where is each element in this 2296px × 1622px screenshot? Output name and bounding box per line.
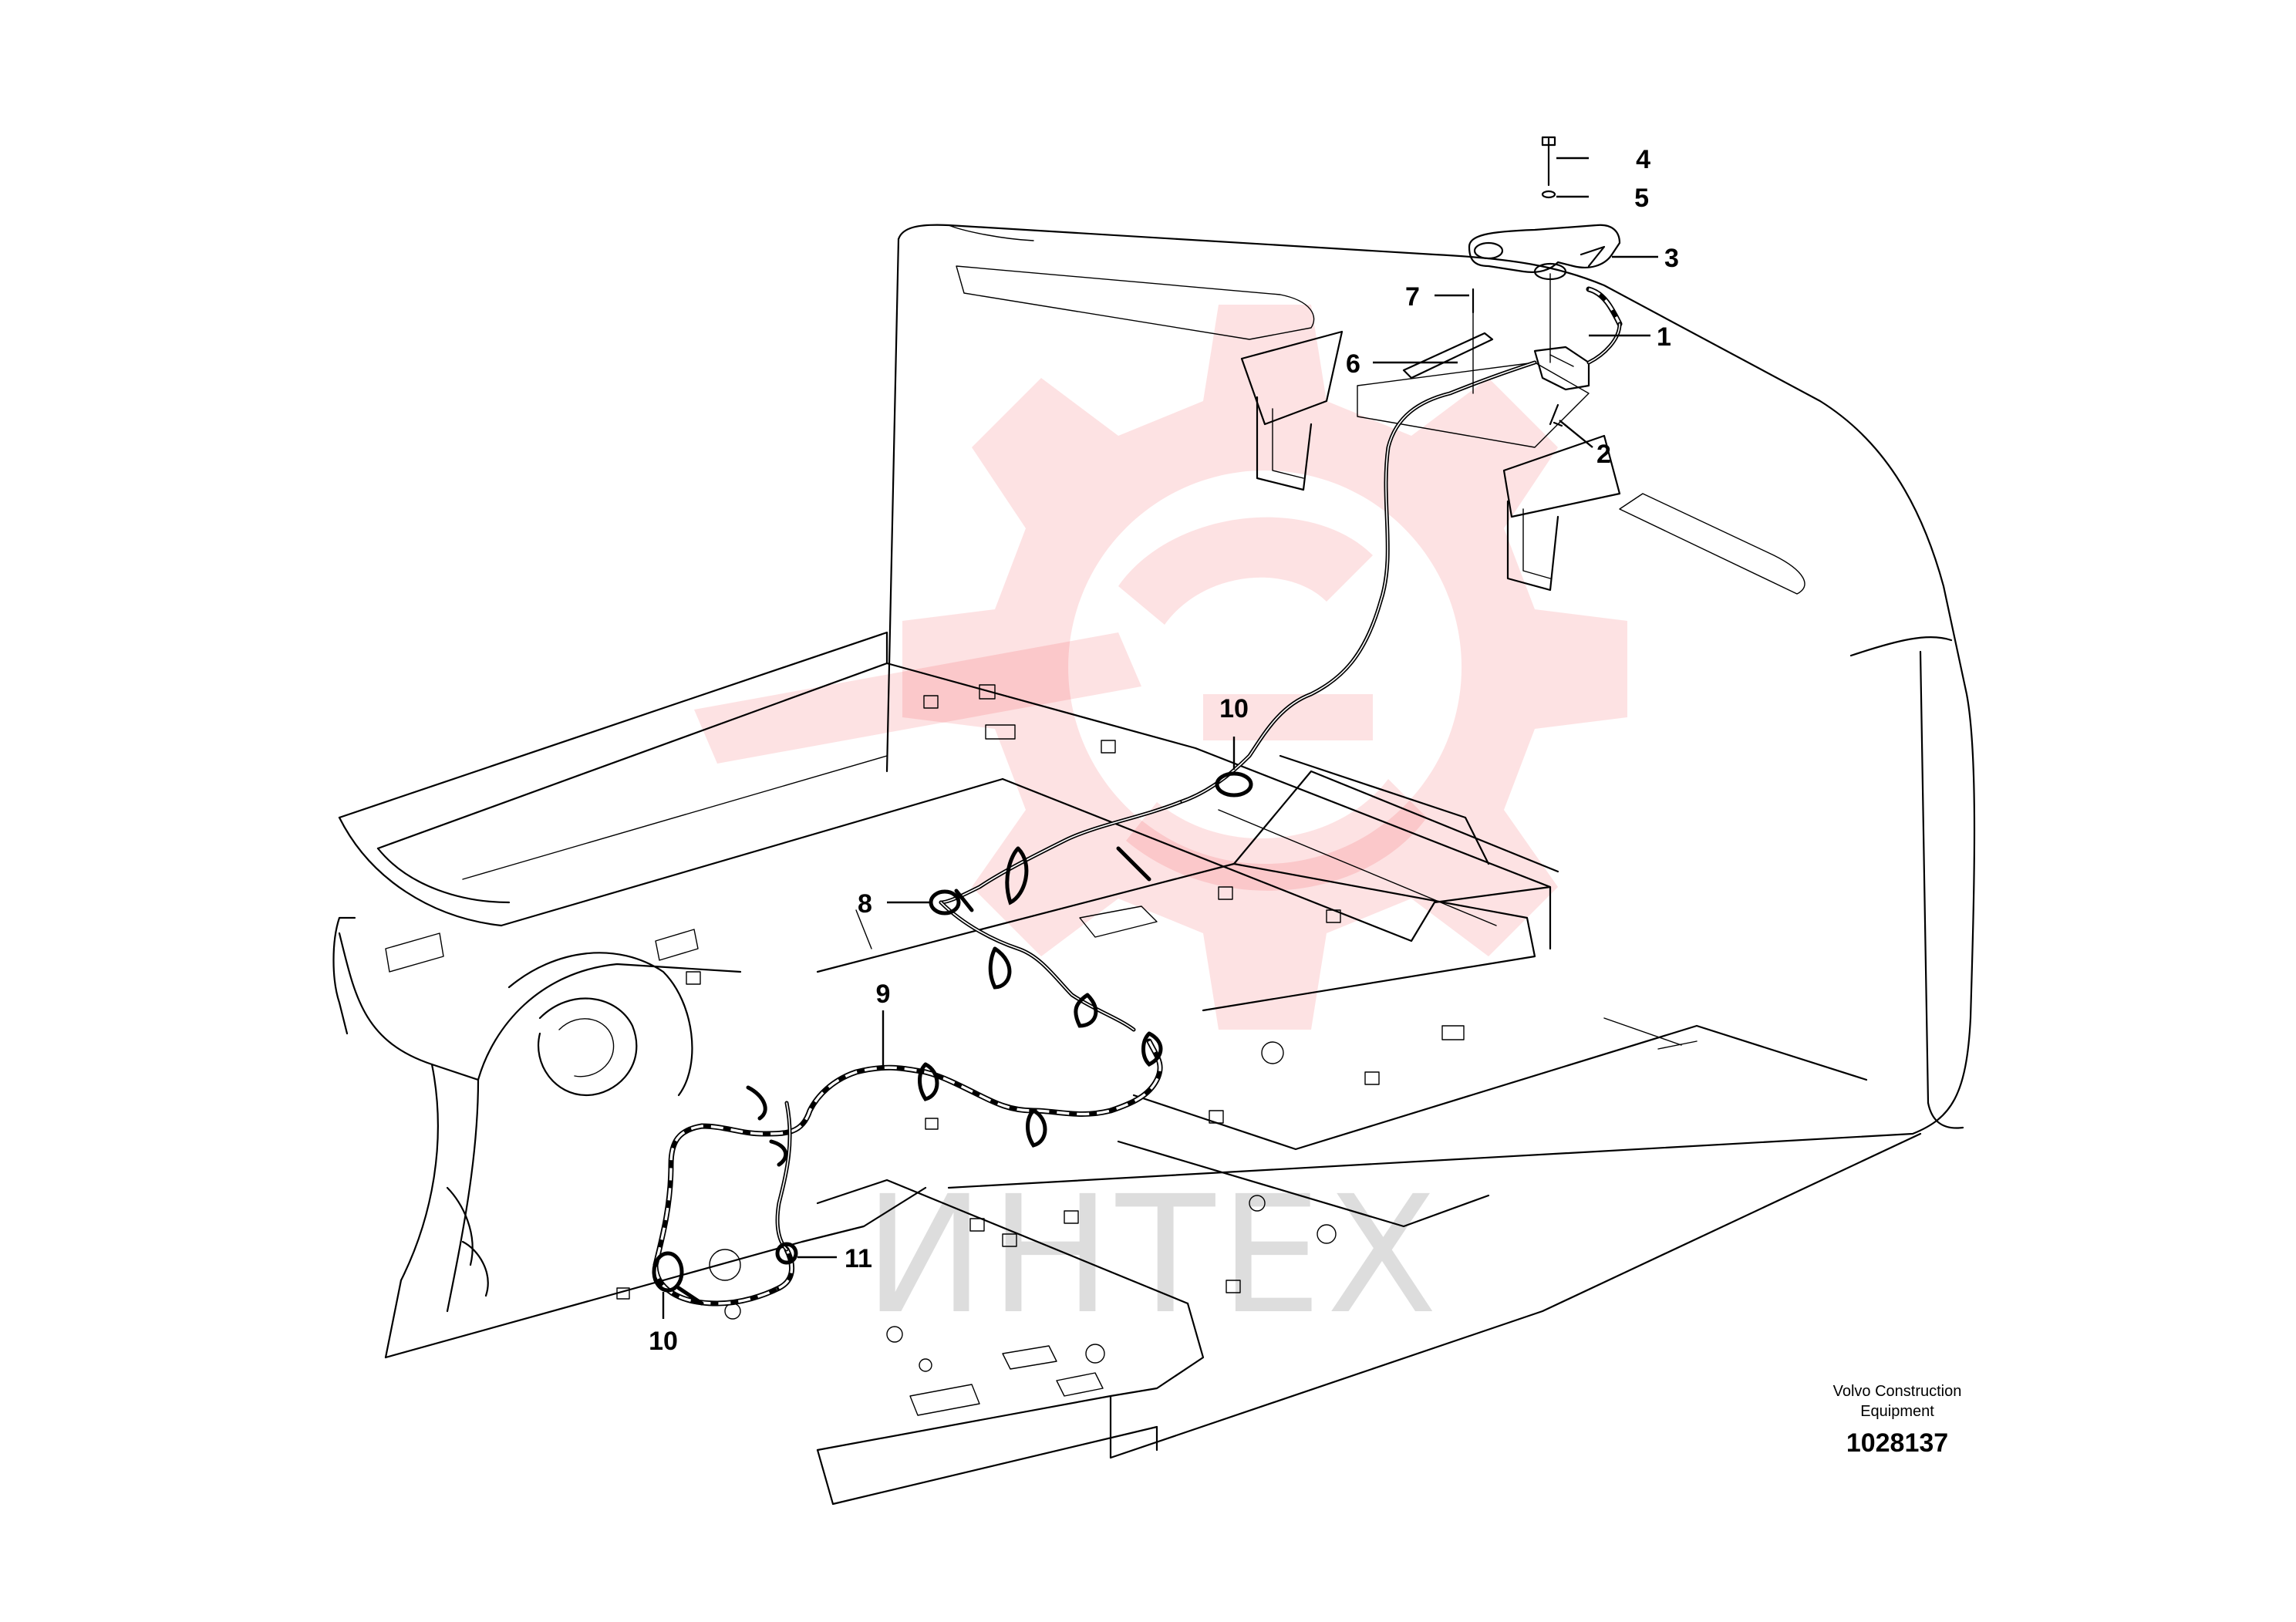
callout-labels: 4 5 3 1 2 6 7 10 8 9 11 10 <box>649 145 1679 1356</box>
callout-label-8: 8 <box>858 889 872 919</box>
callout-label-7: 7 <box>1405 282 1420 312</box>
frame-drawing <box>332 224 1976 1506</box>
credit-block: Volvo Construction Equipment 1028137 <box>1833 1383 1962 1458</box>
callout-label-1: 1 <box>1657 322 1671 352</box>
leader-lines <box>662 157 1658 1319</box>
callout-label-4: 4 <box>1636 145 1650 174</box>
callout-label-2: 2 <box>1596 440 1611 469</box>
sensor-assembly <box>1402 136 1623 427</box>
callout-label-11: 11 <box>845 1244 872 1273</box>
watermark-text: ИНТЕХ <box>864 1161 1442 1350</box>
callout-label-3: 3 <box>1664 244 1679 273</box>
credit-line-1: Volvo Construction <box>1833 1383 1962 1400</box>
callout-label-5: 5 <box>1634 184 1649 213</box>
credit-line-2: Equipment <box>1860 1403 1934 1420</box>
callout-label-10-lower: 10 <box>649 1327 678 1356</box>
watermark-logo-icon <box>694 305 1627 1030</box>
document-number: 1028137 <box>1846 1428 1948 1458</box>
callout-label-9: 9 <box>876 980 891 1009</box>
callout-label-10-upper: 10 <box>1219 694 1249 723</box>
cable-tie-10-upper <box>1215 771 1253 798</box>
callout-label-6: 6 <box>1346 349 1360 379</box>
grommet-11 <box>775 1242 798 1265</box>
wire-harness <box>652 360 1537 1307</box>
